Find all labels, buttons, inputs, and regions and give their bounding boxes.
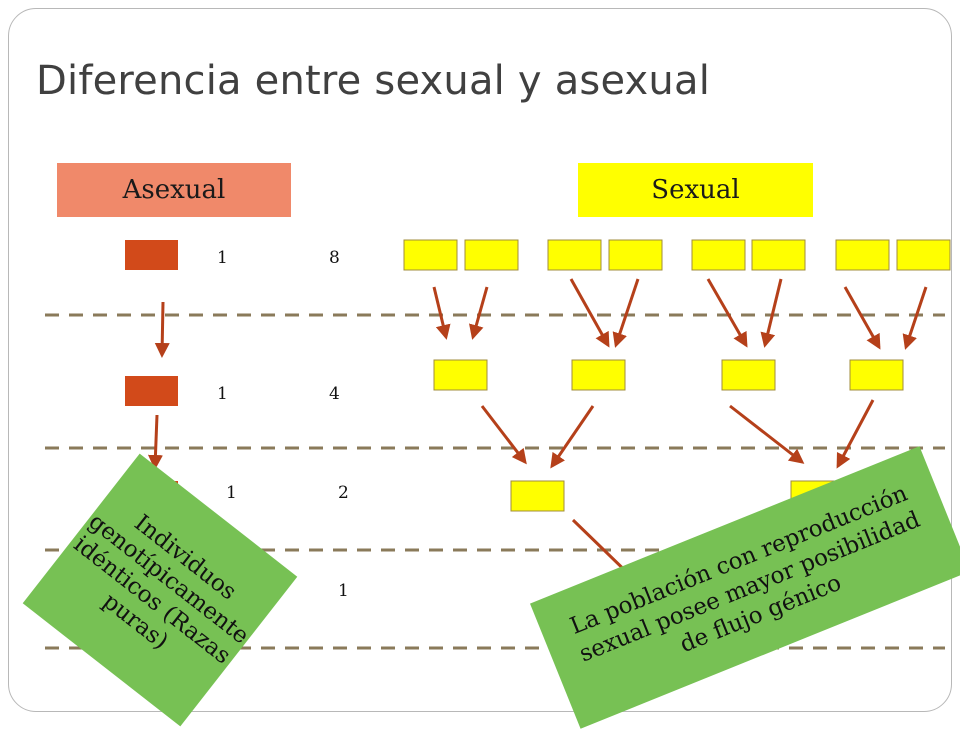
sexual-header: Sexual: [578, 163, 813, 217]
sexual-cell: [464, 239, 519, 271]
sexual-cell: [608, 239, 663, 271]
sexual-arrow: [836, 399, 875, 469]
sexual-count: 1: [338, 581, 349, 601]
sexual-arrow: [843, 286, 881, 350]
sexual-arrow: [760, 278, 783, 348]
sexual-arrow: [550, 405, 595, 469]
slide-title: Diferencia entre sexual y asexual: [36, 58, 711, 104]
sexual-count: 4: [329, 384, 340, 404]
asexual-arrow: [154, 301, 170, 358]
asexual-count: 1: [217, 248, 228, 268]
asexual-cell: [125, 376, 178, 406]
sexual-count: 2: [338, 483, 349, 503]
sexual-cell: [510, 480, 565, 512]
sexual-cell: [433, 359, 488, 391]
sexual-count: 8: [329, 248, 340, 268]
sexual-cell: [896, 239, 951, 271]
sexual-cell: [403, 239, 458, 271]
asexual-arrow: [147, 414, 163, 470]
sexual-cell: [835, 239, 890, 271]
sexual-arrow: [902, 286, 928, 350]
sexual-arrow: [729, 404, 805, 464]
asexual-count: 1: [226, 483, 237, 503]
sexual-arrow: [432, 286, 451, 340]
sexual-arrow: [469, 286, 489, 340]
asexual-count: 1: [217, 384, 228, 404]
sexual-arrow: [569, 278, 610, 348]
sexual-arrow: [612, 278, 640, 348]
sexual-cell: [721, 359, 776, 391]
sexual-arrow: [706, 278, 748, 348]
sexual-cell: [691, 239, 746, 271]
sexual-cell: [751, 239, 806, 271]
asexual-header: Asexual: [57, 163, 291, 217]
sexual-arrow: [480, 405, 527, 465]
sexual-cell: [849, 359, 904, 391]
sexual-cell: [547, 239, 602, 271]
asexual-cell: [125, 240, 178, 270]
sexual-cell: [571, 359, 626, 391]
